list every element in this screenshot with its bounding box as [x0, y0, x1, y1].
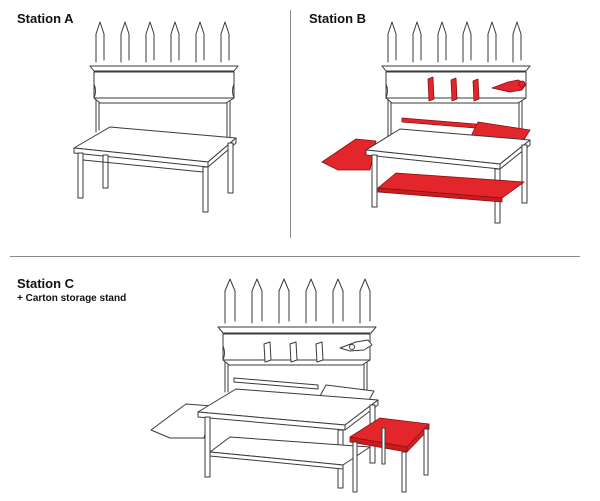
horizontal-divider: [10, 256, 580, 257]
station-a-title: Station A: [17, 11, 74, 26]
station-c-subtitle: + Carton storage stand: [17, 293, 127, 304]
station-c-mid-shelf: [222, 333, 371, 366]
station-c-title: Station C: [17, 276, 75, 291]
vertical-divider: [290, 10, 291, 238]
station-c-lower-shelf: [209, 436, 371, 470]
station-a-mid-shelf: [93, 71, 235, 104]
station-a-hoop-dividers: [95, 21, 230, 63]
station-b-red-shelf-dividers: [427, 76, 480, 102]
station-c-hoop-dividers: [224, 278, 371, 324]
station-a-top-shelf: [89, 65, 239, 72]
station-c-light-bar: [233, 377, 319, 390]
station-c-workbench: [150, 278, 379, 489]
station-b-red-tool-arm: [491, 79, 527, 93]
station-b-title: Station B: [309, 11, 367, 26]
station-b-red-lower-shelf: [377, 172, 525, 203]
station-a-workbench: [73, 21, 239, 213]
station-c-tool-arm: [339, 339, 373, 352]
station-b-workbench: [321, 21, 531, 224]
station-c-desk: [197, 388, 379, 431]
station-a-desk: [73, 126, 237, 168]
station-c-red-carton-storage-stand: [349, 417, 430, 493]
station-b-hoop-dividers: [387, 21, 522, 63]
station-a-legs: [77, 142, 234, 213]
station-b-desk: [365, 128, 531, 170]
